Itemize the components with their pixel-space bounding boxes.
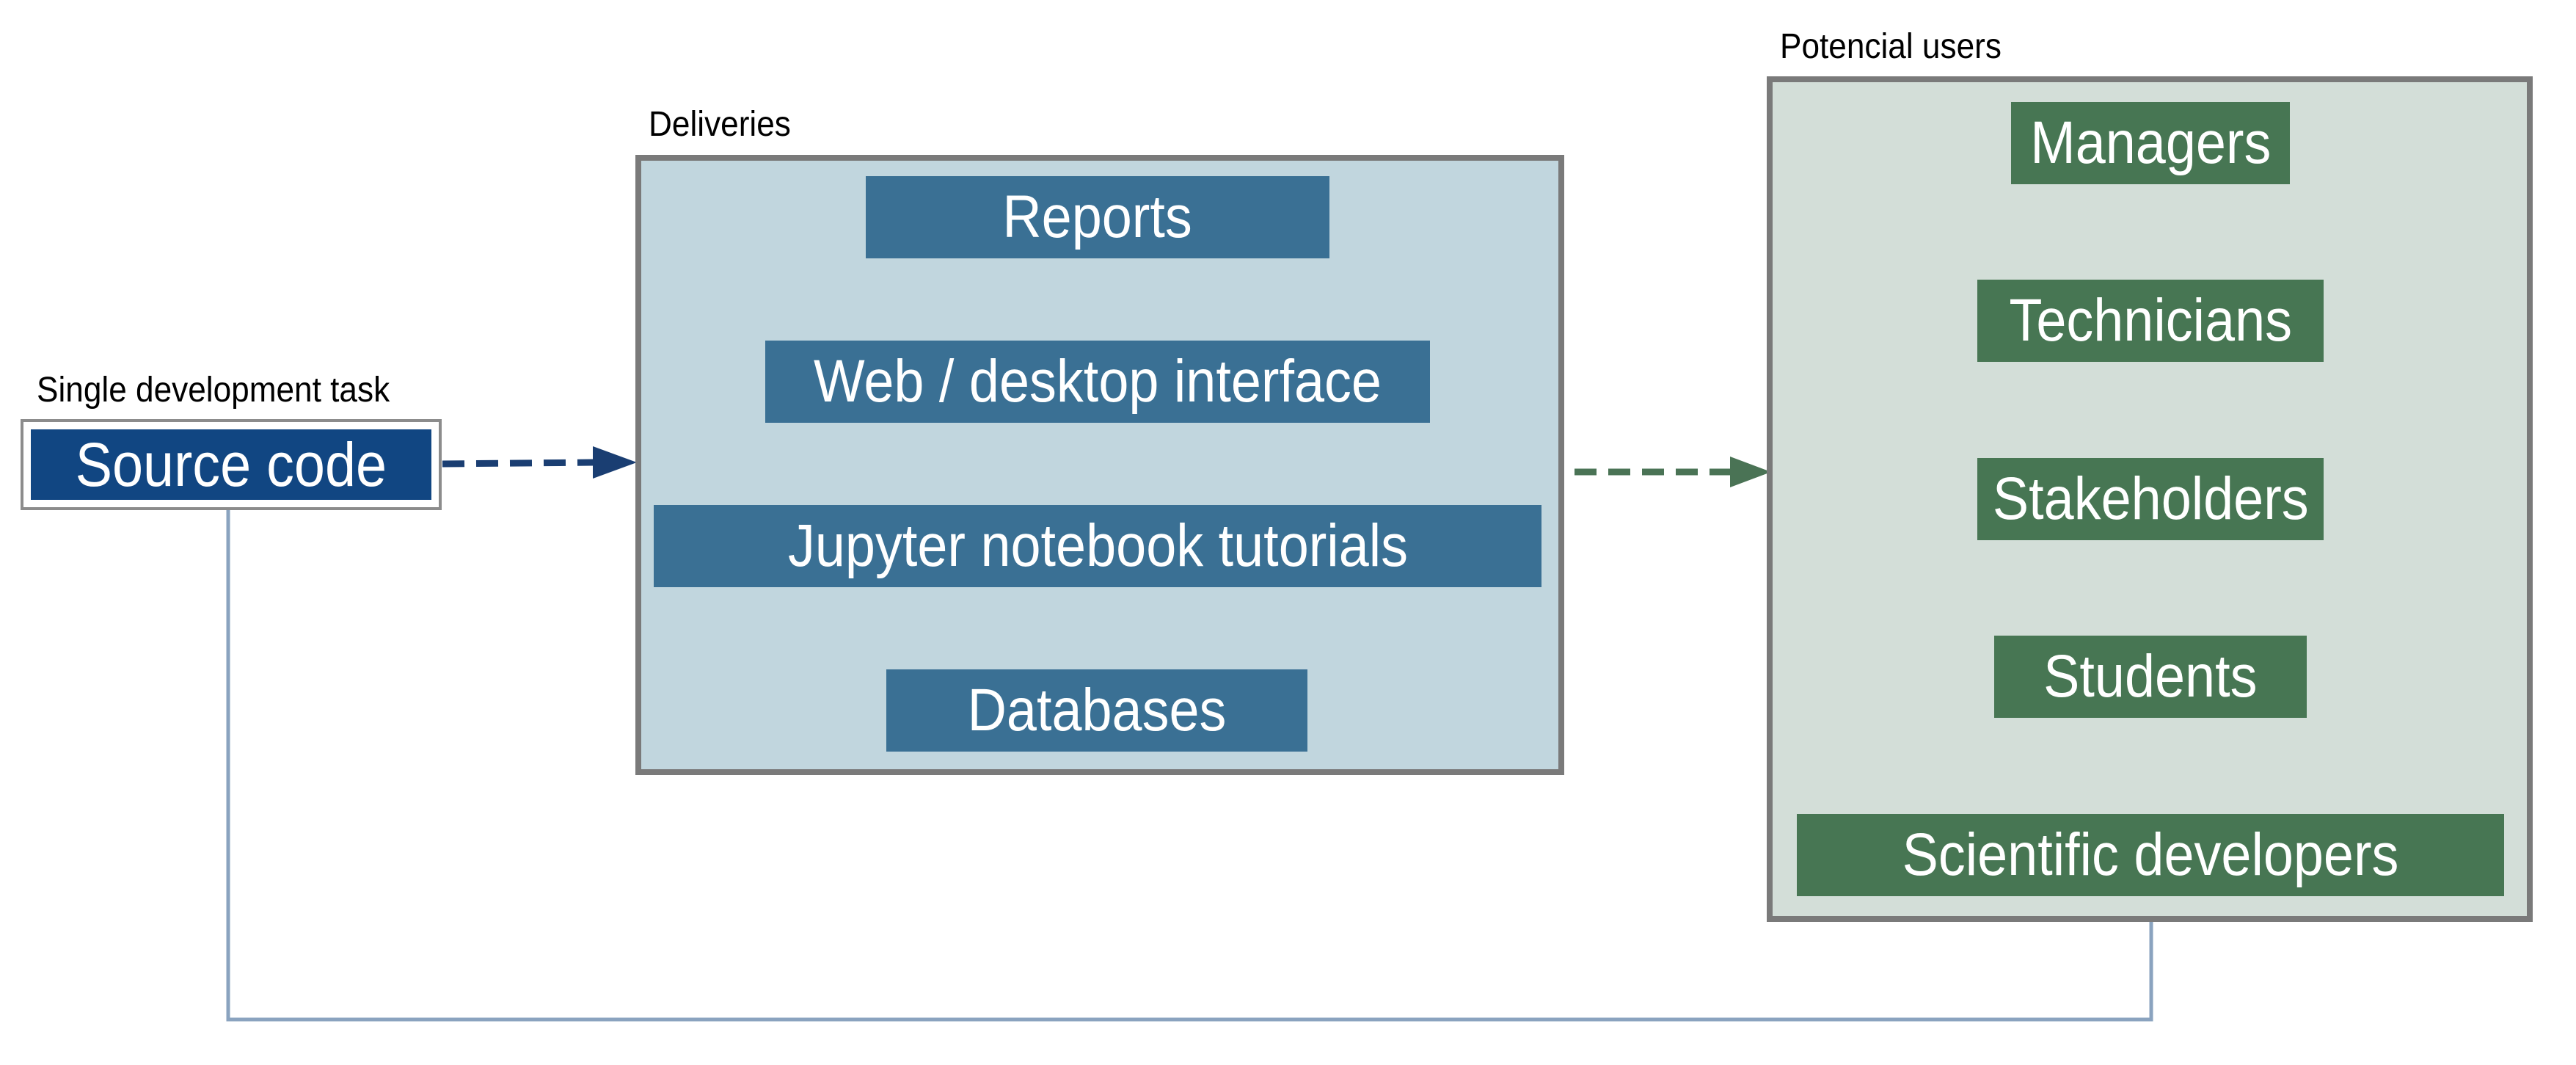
users-caption: Potencial users	[1780, 27, 2002, 66]
delivery-item-databases: Databases	[886, 669, 1307, 752]
deliveries-caption: Deliveries	[649, 105, 791, 144]
source-code-label: Source code	[75, 429, 387, 499]
deliveries-to-users-arrowhead	[1730, 457, 1771, 487]
source-caption: Single development task	[37, 371, 390, 410]
source-to-deliveries-arrow-line	[442, 459, 595, 468]
source-code-label-box: Source code	[31, 429, 431, 500]
feedback-line	[226, 508, 2153, 1022]
delivery-item-reports: Reports	[866, 176, 1329, 258]
user-item-stakeholders: Stakeholders	[1977, 458, 2324, 540]
source-to-deliveries-arrowhead	[593, 446, 637, 479]
source-code-box: Source code	[21, 419, 442, 510]
user-item-managers: Managers	[2011, 102, 2290, 184]
user-item-scientific-developers: Scientific developers	[1797, 814, 2504, 896]
user-item-technicians: Technicians	[1977, 280, 2324, 362]
delivery-item-web-desktop-interface: Web / desktop interface	[765, 341, 1430, 423]
user-item-students: Students	[1994, 636, 2307, 718]
delivery-item-jupyter-notebook-tutorials: Jupyter notebook tutorials	[654, 505, 1541, 587]
